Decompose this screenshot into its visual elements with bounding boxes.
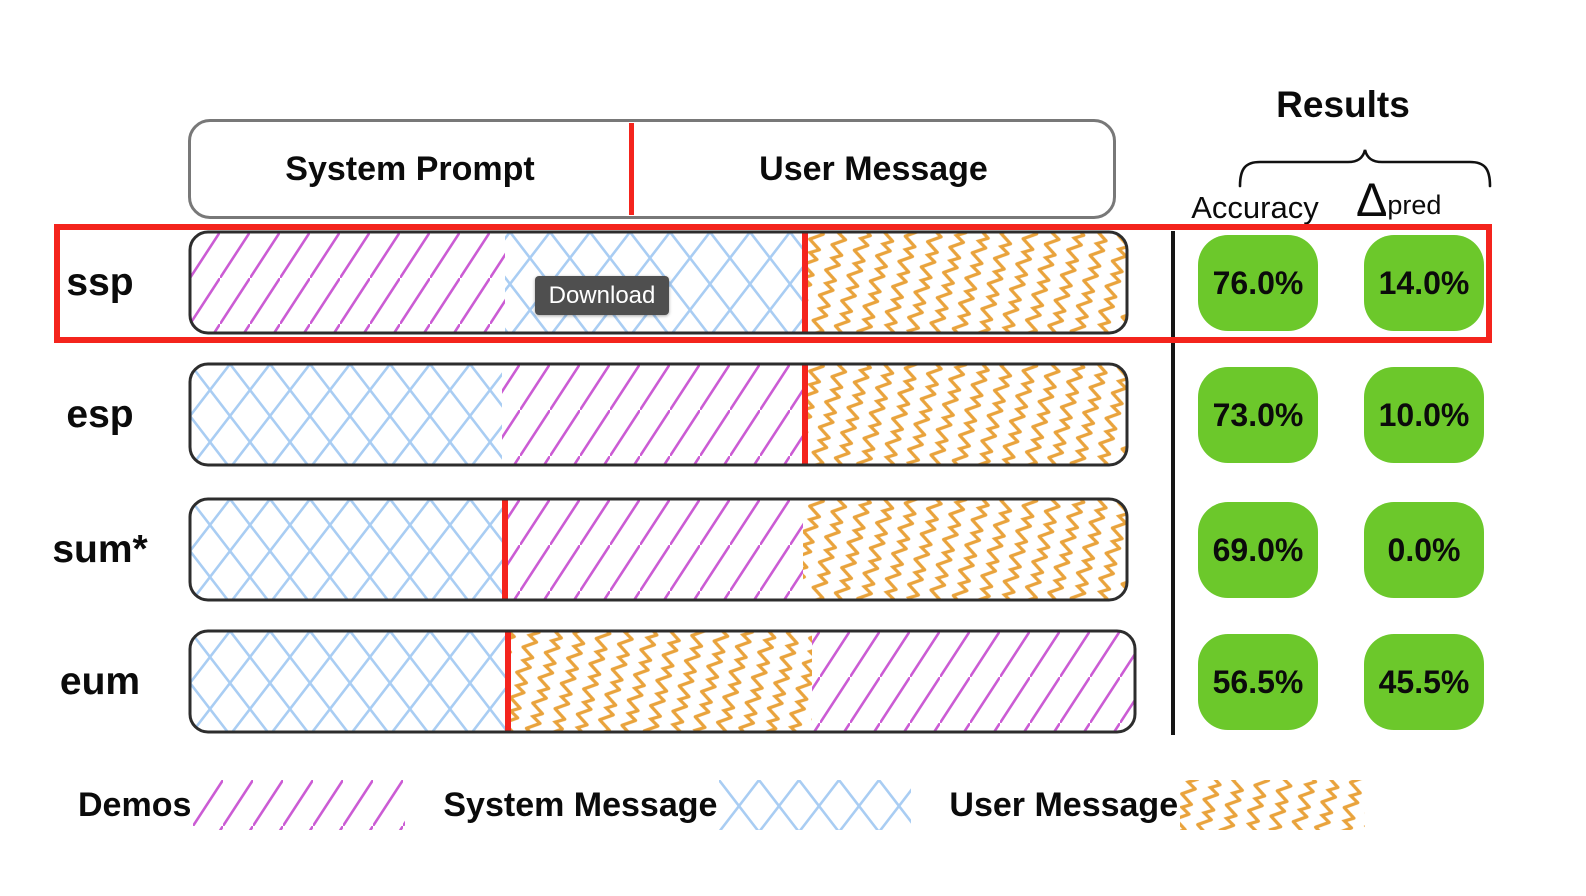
bar-border bbox=[188, 362, 1129, 467]
segment-user_message bbox=[805, 364, 1127, 465]
bar-ssp bbox=[188, 230, 1129, 335]
row-label-sum*: sum* bbox=[52, 527, 148, 571]
legend-swatch-user_message bbox=[1180, 780, 1366, 830]
segment-demos bbox=[190, 232, 505, 333]
segment-system_message bbox=[190, 631, 508, 732]
accuracy-badge-esp: 73.0% bbox=[1198, 367, 1318, 463]
user-message-header: User Message bbox=[759, 149, 988, 188]
bar-border bbox=[188, 497, 1129, 602]
segment-demos bbox=[812, 631, 1135, 732]
red-boundary-line bbox=[502, 499, 508, 600]
system-prompt-header: System Prompt bbox=[285, 149, 535, 188]
segment-demos bbox=[505, 499, 803, 600]
bar-eum bbox=[188, 629, 1137, 734]
selection-highlight-ssp-row bbox=[54, 224, 1492, 343]
red-boundary-line bbox=[505, 631, 511, 732]
prompt-configuration-bars bbox=[188, 230, 1137, 734]
delta-pred-badge-ssp: 14.0% bbox=[1364, 235, 1484, 331]
legend-label-demos: Demos bbox=[78, 785, 192, 824]
segment-user_message bbox=[803, 499, 1127, 600]
legend-swatch-demos bbox=[193, 780, 406, 830]
download-button[interactable]: Download bbox=[535, 276, 669, 315]
header-red-divider bbox=[629, 123, 634, 215]
delta-pred-badge-esp: 10.0% bbox=[1364, 367, 1484, 463]
legend-label-user_message: User Message bbox=[949, 785, 1179, 824]
row-label-esp: esp bbox=[66, 392, 134, 436]
row-label-eum: eum bbox=[59, 659, 141, 703]
delta-pred-column-header: Δ pred bbox=[1356, 176, 1441, 223]
delta-symbol: Δ bbox=[1356, 173, 1388, 226]
results-title: Results bbox=[1276, 84, 1410, 125]
bar-border bbox=[188, 629, 1137, 734]
legend-label-system_message: System Message bbox=[443, 785, 718, 824]
row-label-ssp: ssp bbox=[66, 260, 134, 304]
segment-demos bbox=[502, 364, 807, 465]
segment-system_message bbox=[190, 364, 502, 465]
segment-system_message bbox=[190, 499, 505, 600]
accuracy-column-header: Accuracy bbox=[1191, 190, 1319, 225]
accuracy-badge-eum: 56.5% bbox=[1198, 634, 1318, 730]
results-brace bbox=[1238, 149, 1492, 188]
red-boundary-line bbox=[802, 364, 808, 465]
results-separator-line bbox=[1171, 231, 1175, 735]
delta-pred-badge-eum: 45.5% bbox=[1364, 634, 1484, 730]
segment-user_message bbox=[805, 232, 1127, 333]
legend-swatch-system_message bbox=[719, 780, 912, 830]
bar-border bbox=[188, 230, 1129, 335]
red-boundary-line bbox=[802, 232, 808, 333]
legend: Demos System Message User Message bbox=[78, 776, 1403, 834]
bar-esp bbox=[188, 362, 1129, 467]
accuracy-badge-ssp: 76.0% bbox=[1198, 235, 1318, 331]
segment-user_message bbox=[508, 631, 812, 732]
prompt-header-box: System Prompt User Message bbox=[188, 119, 1116, 219]
delta-subscript: pred bbox=[1387, 190, 1442, 221]
bar-sum* bbox=[188, 497, 1129, 602]
delta-pred-badge-sum*: 0.0% bbox=[1364, 502, 1484, 598]
accuracy-badge-sum*: 69.0% bbox=[1198, 502, 1318, 598]
